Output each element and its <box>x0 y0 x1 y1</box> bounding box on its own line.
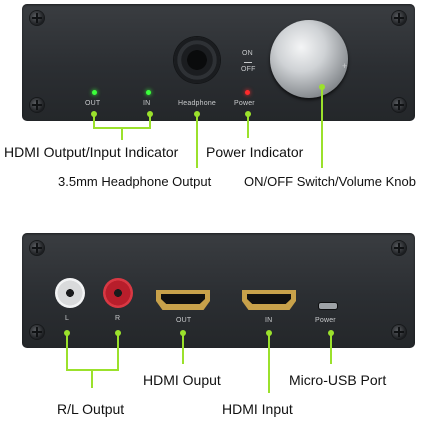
annotation-hdmi-output-input-indicator: HDMI Output/Input Indicator <box>4 144 179 160</box>
annotation-hdmi-ouput: HDMI Ouput <box>143 372 221 388</box>
back-out-label: OUT <box>176 317 192 324</box>
annotation-power-indicator: Power Indicator <box>206 144 304 160</box>
front-out-label: OUT <box>85 100 101 107</box>
back-in-label: IN <box>265 317 273 324</box>
rca-right-red-jack[interactable] <box>103 278 133 308</box>
hdmi-in-indicator-led <box>146 90 151 95</box>
front-power-label: Power <box>234 100 255 107</box>
leader-dot <box>91 111 97 117</box>
rca-r-label: R <box>115 315 121 322</box>
screw-icon <box>392 98 406 112</box>
leader-hdmi-indicator <box>93 114 151 140</box>
micro-usb-port[interactable] <box>319 303 337 309</box>
leader-dot <box>180 330 186 336</box>
leader-dot <box>328 330 334 336</box>
leader-dot <box>115 330 121 336</box>
leader-dot <box>245 111 251 117</box>
plus-label: + <box>342 61 348 71</box>
rca-left-white-jack[interactable] <box>55 278 85 308</box>
leader-dot <box>194 111 200 117</box>
hdmi-in-port-inner <box>247 294 291 304</box>
back-power-label: Power <box>315 317 336 324</box>
power-indicator-led <box>245 90 250 95</box>
screw-icon <box>392 325 406 339</box>
screw-icon <box>392 11 406 25</box>
screw-icon <box>30 98 44 112</box>
leader-rl-output <box>66 333 119 388</box>
switch-divider <box>244 62 252 63</box>
screw-icon <box>30 11 44 25</box>
leader-dot <box>147 111 153 117</box>
screw-icon <box>392 241 406 255</box>
front-panel: OUT IN Headphone Power ON OFF + <box>22 4 415 121</box>
headphone-label: Headphone <box>178 100 216 107</box>
front-in-label: IN <box>143 100 151 107</box>
volume-knob[interactable] <box>270 20 348 98</box>
screw-icon <box>30 241 44 255</box>
annotation-hdmi-input: HDMI Input <box>222 401 293 417</box>
leader-dot <box>266 330 272 336</box>
hdmi-out-indicator-led <box>92 90 97 95</box>
rca-l-label: L <box>65 315 70 322</box>
annotation-rl-output: R/L Output <box>57 401 125 417</box>
off-label: OFF <box>241 66 256 73</box>
screw-icon <box>30 325 44 339</box>
annotation-headphone-output: 3.5mm Headphone Output <box>58 174 212 189</box>
annotation-micro-usb-port: Micro-USB Port <box>289 372 387 388</box>
back-panel: L R OUT IN Power <box>22 233 415 348</box>
leader-dot <box>64 330 70 336</box>
annotation-on-off-volume-knob: ON/OFF Switch/Volume Knob <box>244 174 416 189</box>
leader-dot <box>319 84 325 90</box>
on-label: ON <box>242 50 253 57</box>
headphone-jack[interactable] <box>174 37 220 83</box>
hdmi-out-port-inner <box>161 294 205 304</box>
